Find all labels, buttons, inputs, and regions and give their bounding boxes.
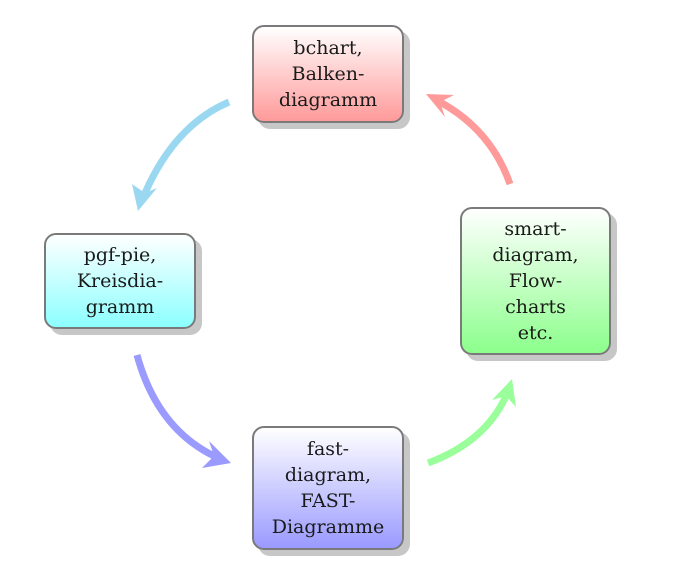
node-smart-line-2: diagram, (492, 244, 579, 266)
node-pie-line-1: pgf-pie, (83, 244, 157, 266)
node-pie-line-2: Kreisdia- (76, 270, 164, 292)
arrow-smart-to-bchart (438, 98, 514, 186)
arrowhead-fast-to-smart (492, 379, 516, 407)
node-bchart-line-3: diagramm (278, 89, 378, 111)
node-fastdiagram: fast- diagram, FAST- Diagramme (252, 426, 404, 550)
arrowhead-pie-to-fast (202, 441, 231, 468)
node-fast-line-2: diagram, (284, 464, 372, 486)
arrow-bchart-to-pie (141, 98, 231, 195)
node-smart-line-5: etc. (517, 322, 554, 344)
arrow-pie-to-fast (133, 354, 216, 460)
arrow-fast-to-smart (426, 394, 510, 467)
node-smartdiagram: smart- diagram, Flow- charts etc. (460, 207, 611, 355)
node-bchart-line-2: Balken- (291, 63, 365, 85)
node-smart-line-1: smart- (504, 218, 567, 240)
node-smart-line-3: Flow- (508, 270, 563, 292)
arrowhead-bchart-to-pie (132, 184, 157, 211)
node-bchart-line-1: bchart, (293, 37, 363, 59)
node-fast-line-3: FAST- (300, 490, 356, 512)
node-pgf-pie: pgf-pie, Kreisdia- gramm (44, 233, 196, 329)
node-smart-line-4: charts (505, 296, 566, 318)
arrowhead-smart-to-bchart (426, 94, 454, 117)
node-bchart: bchart, Balken- diagramm (252, 25, 404, 123)
node-fast-line-4: Diagramme (271, 516, 385, 538)
node-fast-line-1: fast- (306, 438, 350, 460)
node-pie-line-3: gramm (85, 296, 155, 318)
